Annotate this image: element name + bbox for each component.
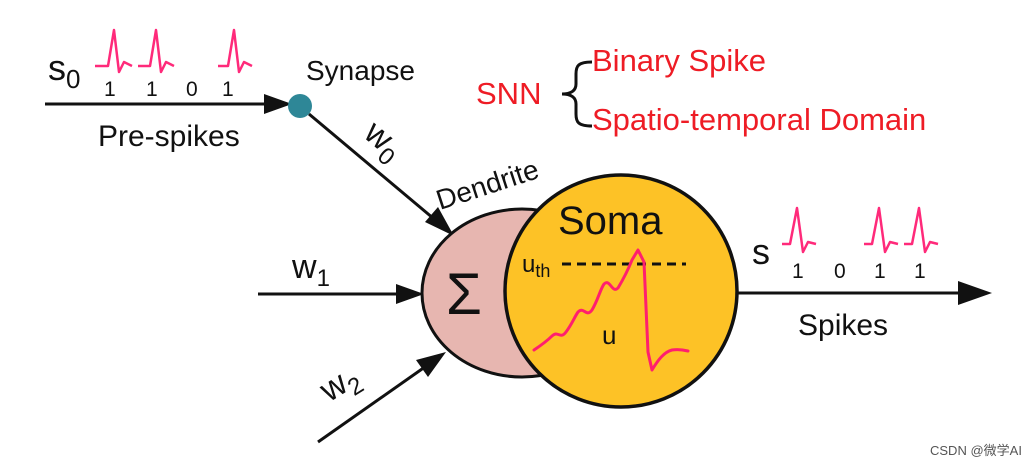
output-bit-3: 1 — [874, 260, 886, 283]
input-signal-label: s0 — [48, 47, 80, 94]
snn-label: SNN — [476, 76, 541, 111]
synapse-node — [288, 94, 312, 118]
input-spike-1 — [95, 28, 133, 74]
output-spike-3 — [864, 206, 899, 254]
pre-spike-arrowhead — [264, 94, 292, 114]
snn-feature-binary-spike: Binary Spike — [592, 43, 766, 78]
input-spike-4 — [218, 28, 253, 74]
potential-label: u — [602, 320, 616, 350]
threshold-main: u — [522, 251, 535, 278]
synapse-label: Synapse — [306, 55, 415, 86]
output-spike-1 — [782, 206, 817, 254]
w0-arrow — [308, 112, 447, 231]
threshold-sub: th — [535, 261, 550, 281]
input-bit-3: 0 — [186, 78, 198, 101]
output-spike-arrowhead — [958, 281, 992, 305]
snn-brace — [561, 60, 593, 128]
dendrite-label: Dendrite — [432, 154, 542, 216]
watermark: CSDN @微学AI — [930, 443, 1022, 458]
output-signal-label: s — [752, 231, 770, 272]
input-bit-2: 1 — [146, 78, 158, 101]
weight-w1-main: w — [291, 248, 317, 286]
spikes-label: Spikes — [798, 309, 888, 342]
pre-spikes-label: Pre-spikes — [98, 120, 240, 153]
w1-arrowhead — [396, 284, 424, 304]
output-bit-2: 0 — [834, 260, 846, 283]
input-signal-sub: 0 — [66, 64, 80, 94]
snn-feature-spatio-temporal: Spatio-temporal Domain — [592, 102, 926, 137]
weight-w1-label: w1 — [291, 248, 330, 292]
output-bit-1: 1 — [792, 260, 804, 283]
summation-symbol: Σ — [446, 262, 482, 327]
threshold-label: uth — [522, 251, 550, 281]
weight-w1-sub: 1 — [317, 265, 330, 292]
input-bit-1: 1 — [104, 78, 116, 101]
w0-arrowhead — [425, 207, 454, 236]
membrane-potential-curve — [532, 248, 690, 372]
w2-arrowhead — [416, 352, 446, 377]
input-spike-2 — [138, 28, 175, 74]
w2-arrow — [317, 360, 433, 444]
weight-w0-label: w0 — [353, 113, 411, 172]
soma-label: Soma — [558, 199, 663, 243]
input-spike-train — [95, 28, 253, 74]
output-spike-train — [782, 206, 939, 254]
output-bit-4: 1 — [914, 260, 926, 283]
output-spike-4 — [904, 206, 939, 254]
weight-w2-label: w2 — [312, 357, 368, 415]
input-bit-4: 1 — [222, 78, 234, 101]
input-signal-main: s — [48, 47, 66, 88]
